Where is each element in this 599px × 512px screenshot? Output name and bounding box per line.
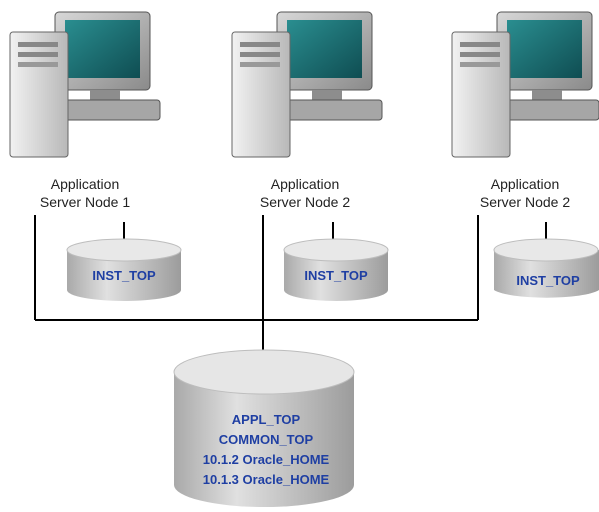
inst-top-disk-2: INST_TOP bbox=[283, 238, 389, 301]
svg-text:Server Node 2: Server Node 2 bbox=[480, 194, 570, 210]
disk2-label: INST_TOP bbox=[304, 268, 368, 283]
svg-text:Application: Application bbox=[491, 176, 560, 192]
server-node-2: Application Server Node 2 bbox=[231, 11, 383, 210]
computer-icon bbox=[9, 11, 161, 158]
storage-line-oracle-home-1012: 10.1.2 Oracle_HOME bbox=[203, 452, 330, 467]
server-node-1: Application Server Node 1 bbox=[9, 11, 161, 210]
disk-icon bbox=[283, 238, 389, 301]
inst-top-disk-1: INST_TOP bbox=[66, 238, 182, 301]
disk-icon bbox=[493, 238, 599, 298]
svg-text:Server Node 2: Server Node 2 bbox=[260, 194, 350, 210]
connector-lines bbox=[34, 215, 547, 353]
node3-label-line2: Server Node 2 bbox=[480, 194, 570, 210]
computer-icon bbox=[451, 11, 599, 158]
disk3-label: INST_TOP bbox=[516, 273, 580, 288]
storage-line-common-top: COMMON_TOP bbox=[219, 432, 314, 447]
storage-line-appl-top: APPL_TOP bbox=[232, 412, 301, 427]
svg-text:Application: Application bbox=[271, 176, 340, 192]
node2-label-line1: Application bbox=[271, 176, 340, 192]
disk1-label: INST_TOP bbox=[92, 268, 156, 283]
server-node-3: Application Server Node 2 bbox=[451, 11, 599, 210]
database-icon bbox=[173, 349, 355, 507]
disk-icon bbox=[66, 238, 182, 301]
node1-label-line1: Application bbox=[51, 176, 120, 192]
computer-icon bbox=[231, 11, 383, 158]
svg-text:Application: Application bbox=[51, 176, 120, 192]
shared-storage: APPL_TOP COMMON_TOP 10.1.2 Oracle_HOME 1… bbox=[173, 349, 355, 507]
inst-top-disk-3: INST_TOP bbox=[493, 238, 599, 298]
node2-label-line2: Server Node 2 bbox=[260, 194, 350, 210]
storage-line-oracle-home-1013: 10.1.3 Oracle_HOME bbox=[203, 472, 330, 487]
svg-text:Server Node 1: Server Node 1 bbox=[40, 194, 130, 210]
node3-label-line1: Application bbox=[491, 176, 560, 192]
node1-label-line2: Server Node 1 bbox=[40, 194, 130, 210]
